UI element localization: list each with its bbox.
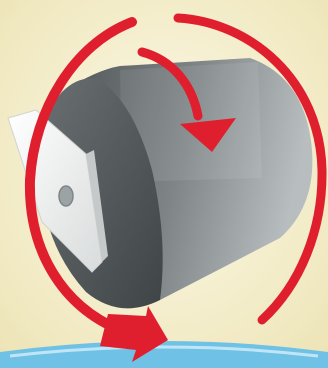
mounting-hole	[59, 186, 73, 206]
